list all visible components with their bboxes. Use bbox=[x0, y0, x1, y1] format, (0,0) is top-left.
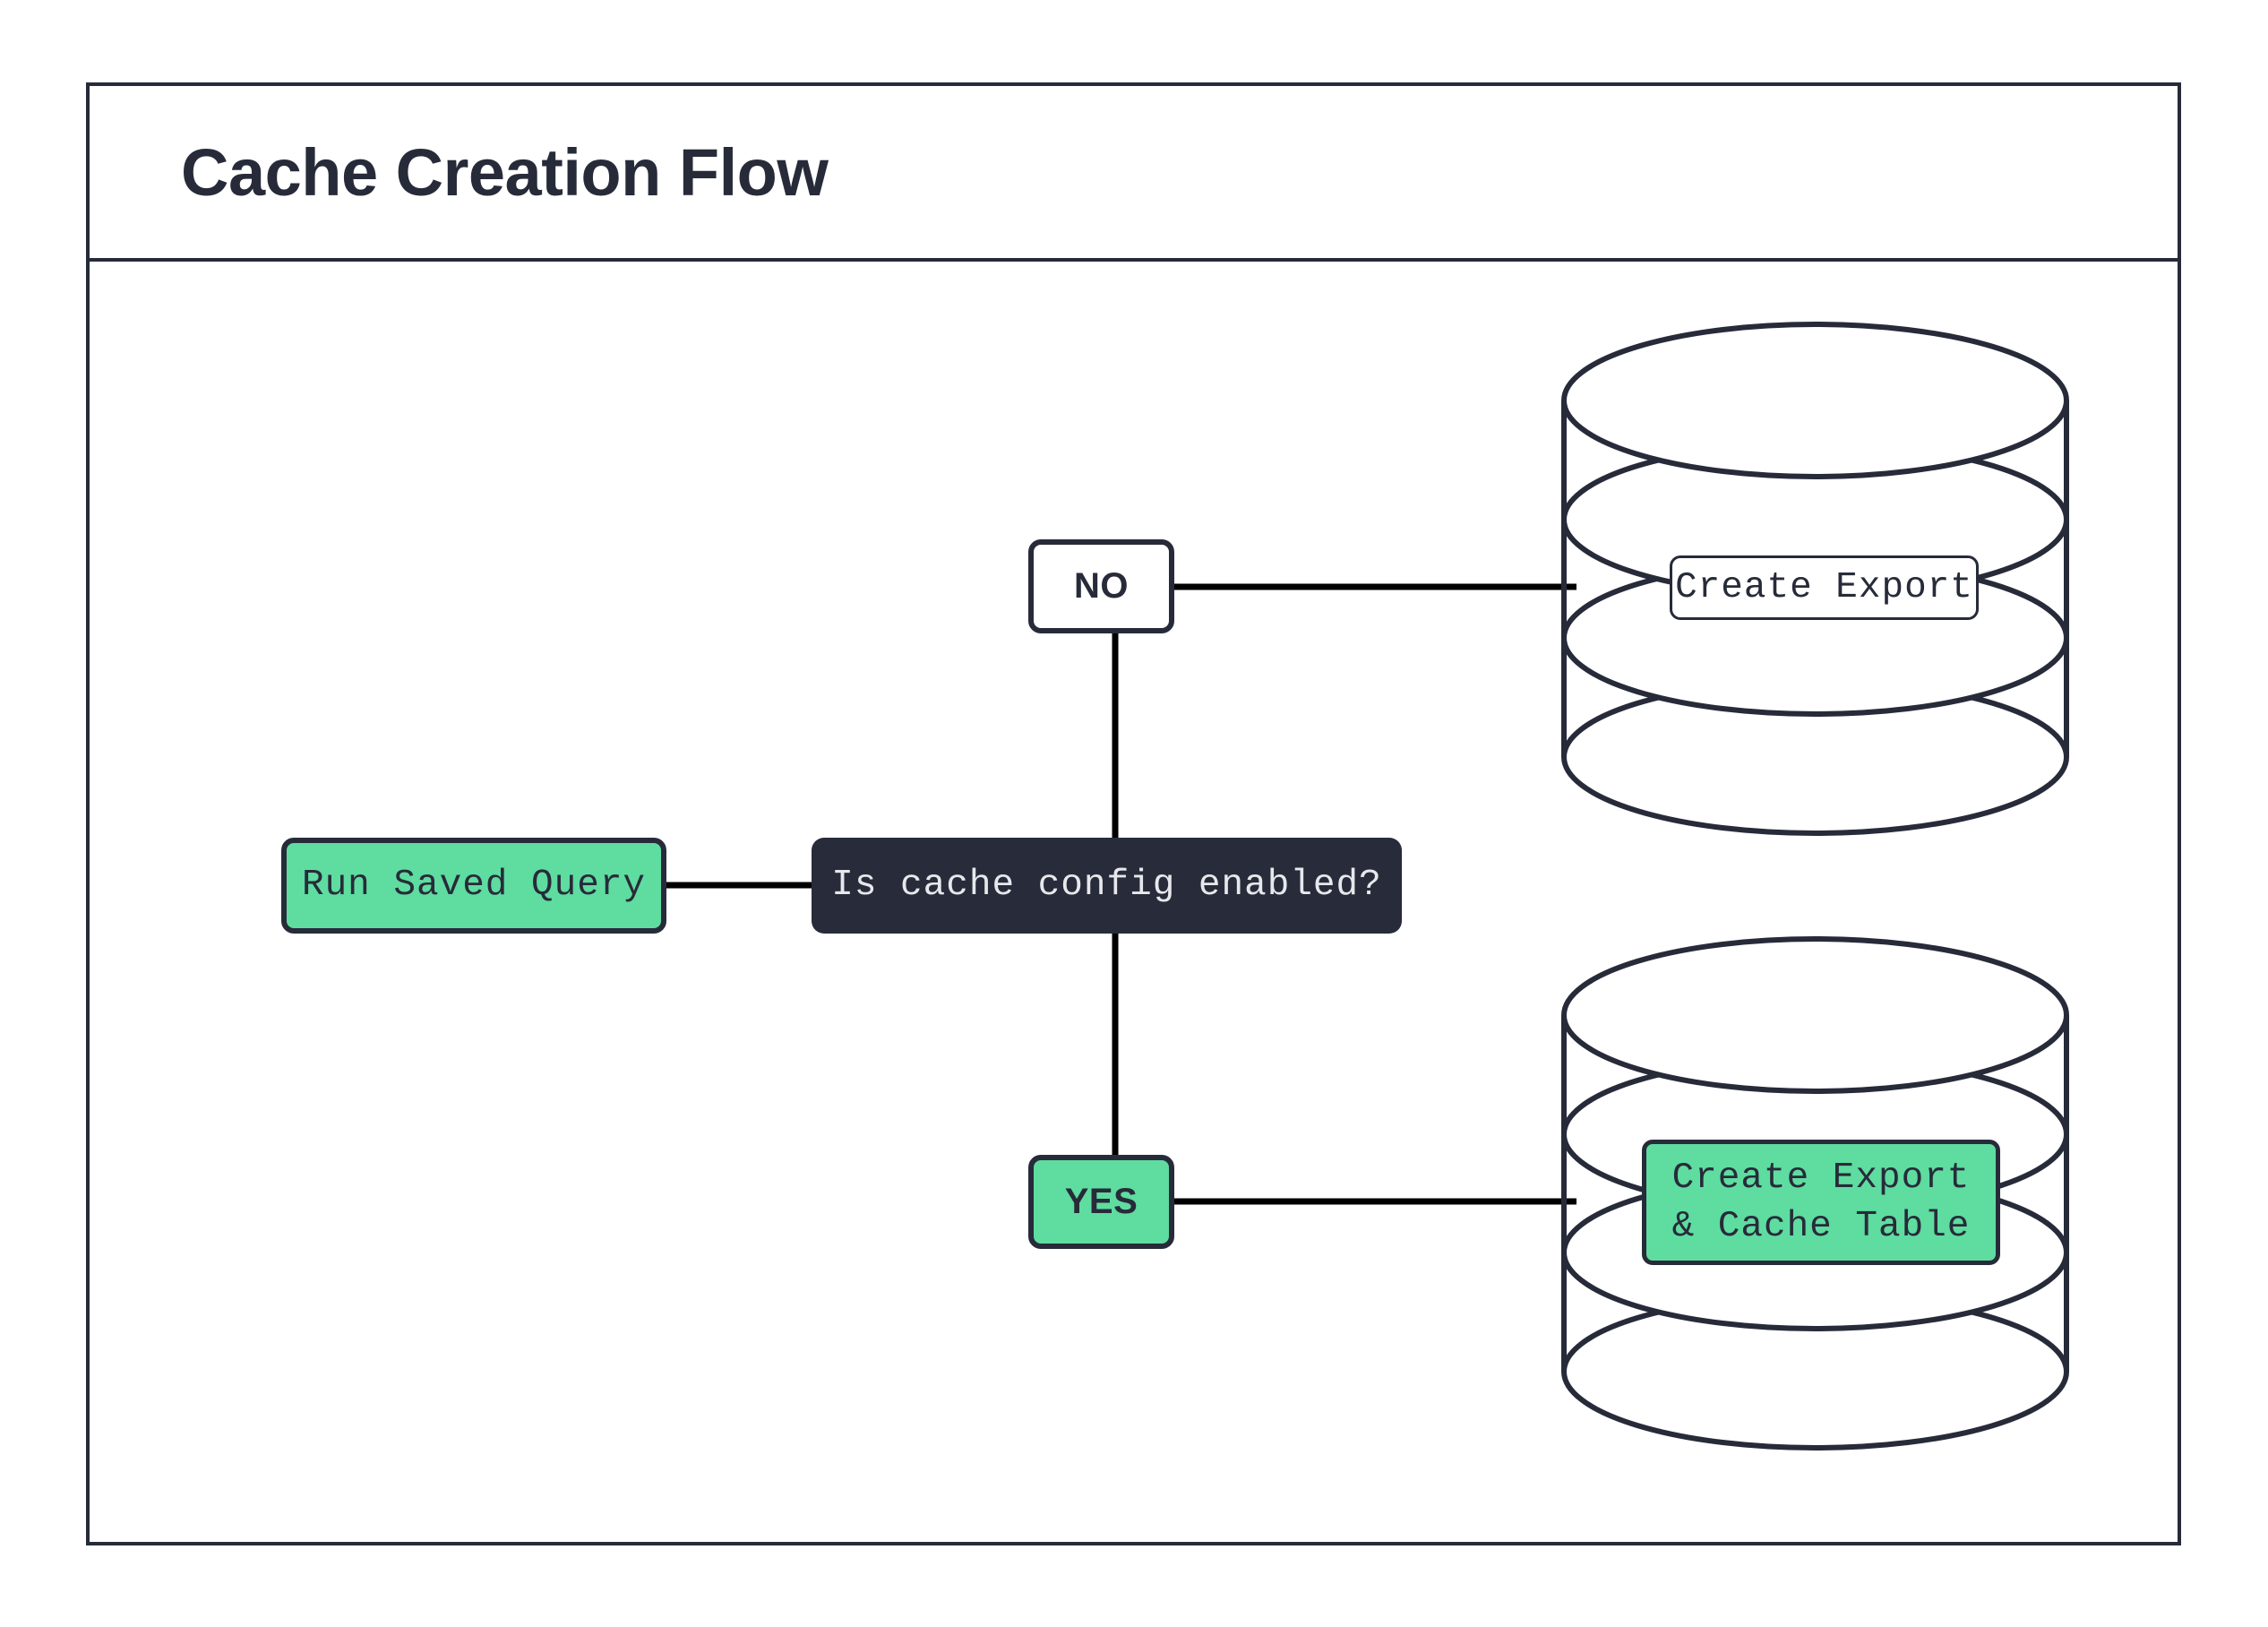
page-title: Cache Creation Flow bbox=[181, 134, 829, 210]
edge-label-no[interactable]: NO bbox=[1028, 539, 1174, 633]
diagram-title-bar: Cache Creation Flow bbox=[90, 86, 2178, 262]
diagram-frame: Cache Creation Flow bbox=[86, 82, 2181, 1545]
node-db-label-create-export-and-cache-table[interactable]: Create Export & Cache Table bbox=[1642, 1140, 2000, 1265]
node-db-label-create-export[interactable]: Create Export bbox=[1670, 555, 1979, 620]
edge-label-yes[interactable]: YES bbox=[1028, 1155, 1174, 1249]
node-run-saved-query[interactable]: Run Saved Query bbox=[281, 838, 666, 934]
node-decision-is-cache-config-enabled[interactable]: Is cache config enabled? bbox=[812, 838, 1402, 934]
